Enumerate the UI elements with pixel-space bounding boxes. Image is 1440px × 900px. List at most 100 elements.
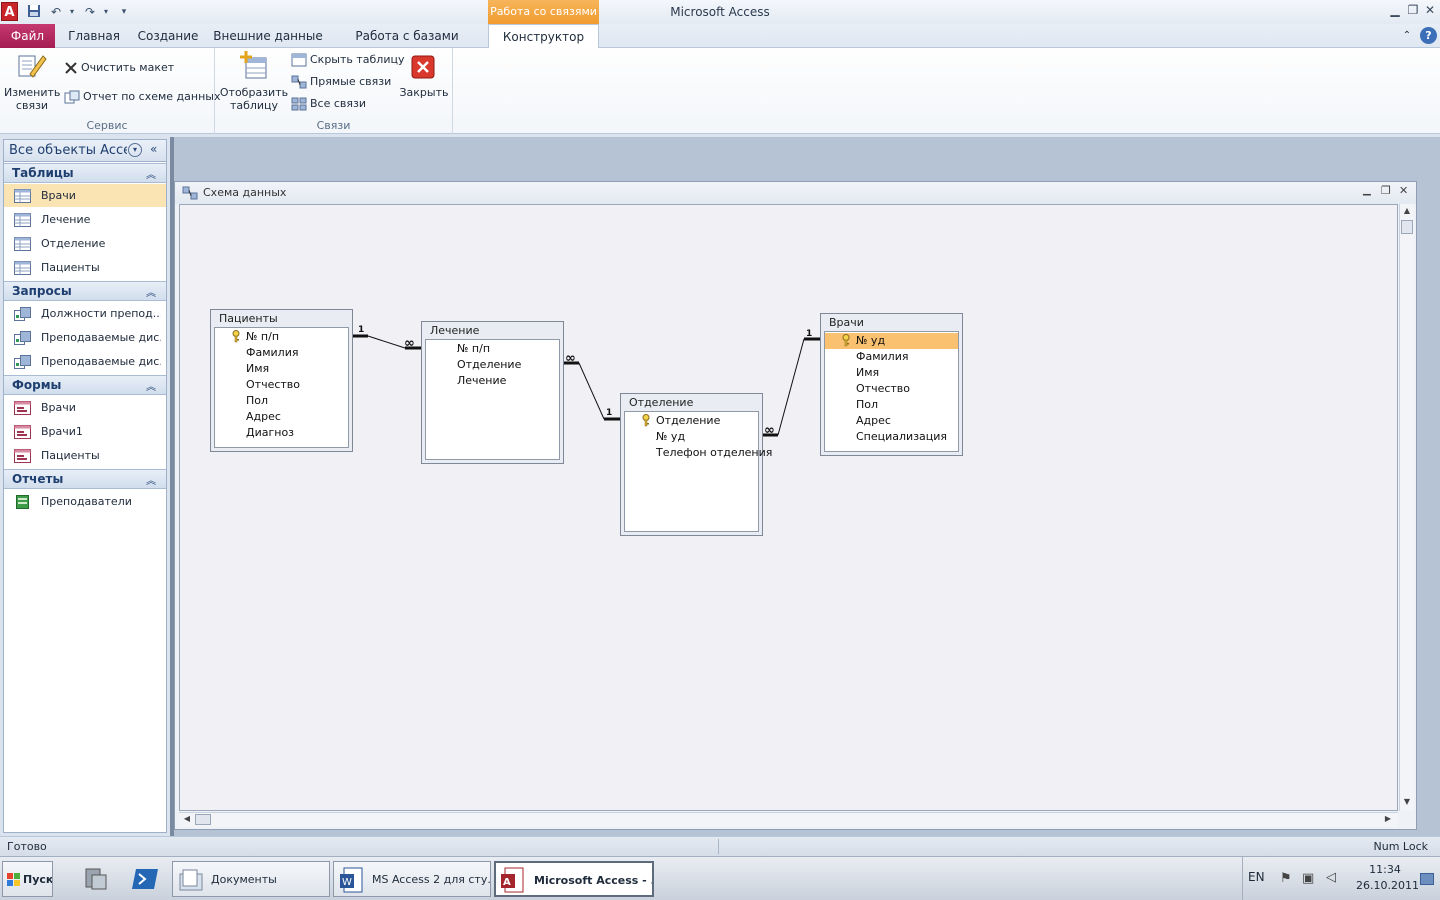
network-icon[interactable]: ▣: [1302, 871, 1315, 886]
tab-home[interactable]: Главная: [68, 29, 120, 43]
show-table-button[interactable]: Отобразить таблицу: [219, 50, 289, 112]
field-row[interactable]: Специализация: [825, 429, 958, 445]
minimize-icon[interactable]: ▁: [1390, 3, 1400, 17]
field-row[interactable]: Отделение: [426, 357, 559, 373]
undo-icon[interactable]: ↶: [50, 5, 62, 19]
minimize-ribbon-icon[interactable]: ⌃: [1402, 30, 1412, 41]
server-manager-icon[interactable]: [80, 865, 110, 893]
restore-icon[interactable]: ❐: [1407, 3, 1419, 17]
edit-relationships-button[interactable]: Изменить связи: [4, 50, 60, 112]
collapse-chevron-icon[interactable]: ︽: [146, 476, 156, 487]
nav-collapse-pane-icon[interactable]: «: [150, 142, 158, 156]
collapse-chevron-icon[interactable]: ︽: [146, 170, 156, 181]
direct-relationships-button[interactable]: Прямые связи: [291, 72, 391, 92]
vertical-scrollbar[interactable]: ▲ ▼: [1399, 204, 1414, 811]
field-row[interactable]: № п/п: [426, 341, 559, 357]
flag-icon[interactable]: ⚑: [1280, 871, 1292, 886]
field-row[interactable]: Лечение: [426, 373, 559, 389]
close-relationships-button[interactable]: Закрыть: [399, 50, 449, 99]
nav-item-queries-2[interactable]: Преподаваемые дис...: [4, 350, 166, 373]
table-title[interactable]: Пациенты: [219, 312, 278, 325]
nav-section-forms[interactable]: Формы︽: [4, 375, 166, 395]
help-icon[interactable]: ?: [1420, 27, 1437, 44]
nav-section-tables[interactable]: Таблицы︽: [4, 163, 166, 183]
nav-item-tables-0[interactable]: Врачи: [4, 184, 166, 207]
nav-item-tables-3[interactable]: Пациенты: [4, 256, 166, 279]
relationship-line-patients-treatment[interactable]: [367, 335, 406, 349]
horizontal-scrollbar[interactable]: ◀ ▶: [179, 812, 1398, 827]
table-title[interactable]: Лечение: [430, 324, 480, 337]
nav-item-forms-2[interactable]: Пациенты: [4, 444, 166, 467]
nav-item-forms-0[interactable]: Врачи: [4, 396, 166, 419]
nav-item-queries-1[interactable]: Преподаваемые дис...: [4, 326, 166, 349]
relationship-report-button[interactable]: Отчет по схеме данных: [64, 87, 220, 107]
nav-item-tables-2[interactable]: Отделение: [4, 232, 166, 255]
scroll-right-icon[interactable]: ▶: [1384, 814, 1392, 823]
redo-dropdown-icon[interactable]: ▾: [103, 7, 108, 16]
nav-item-queries-0[interactable]: Должности препод...: [4, 302, 166, 325]
nav-item-forms-1[interactable]: Врачи1: [4, 420, 166, 443]
field-row[interactable]: Телефон отделения: [625, 445, 772, 461]
tab-create[interactable]: Создание: [137, 29, 199, 43]
taskbar-item-documents[interactable]: Документы: [172, 861, 330, 897]
field-row[interactable]: Адрес: [215, 409, 348, 425]
undo-dropdown-icon[interactable]: ▾: [69, 7, 74, 16]
start-button[interactable]: Пуск: [2, 861, 53, 897]
table-title[interactable]: Врачи: [829, 316, 864, 329]
vertical-scroll-thumb[interactable]: [1401, 220, 1413, 234]
doc-minimize-icon[interactable]: ▁: [1363, 185, 1371, 196]
clock[interactable]: 11:34 26.10.2011: [1356, 863, 1419, 892]
taskbar-item-word[interactable]: W MS Access 2 для сту...: [333, 861, 491, 897]
field-row[interactable]: Адрес: [825, 413, 958, 429]
doc-restore-icon[interactable]: ❐: [1381, 184, 1391, 197]
relationship-line-treatment-department[interactable]: [578, 362, 605, 420]
nav-item-tables-1[interactable]: Лечение: [4, 208, 166, 231]
field-row[interactable]: № уд: [625, 429, 758, 445]
doc-close-icon[interactable]: ✕: [1399, 184, 1409, 197]
clear-layout-button[interactable]: Очистить макет: [64, 58, 174, 78]
volume-icon[interactable]: ◁: [1326, 870, 1336, 885]
field-row[interactable]: Имя: [825, 365, 958, 381]
close-icon[interactable]: ✕: [1424, 3, 1436, 17]
field-row[interactable]: Отчество: [215, 377, 348, 393]
relationships-window-titlebar[interactable]: Схема данных ▁ ❐ ✕: [175, 182, 1416, 204]
nav-header[interactable]: Все объекты Acce... ▾ «: [4, 140, 166, 162]
taskbar-item-access[interactable]: A Microsoft Access - ...: [494, 861, 654, 897]
tab-database-tools[interactable]: Работа с базами данных: [355, 29, 459, 67]
field-row[interactable]: Отчество: [825, 381, 958, 397]
field-row[interactable]: Отделение: [625, 413, 758, 429]
scroll-left-icon[interactable]: ◀: [183, 814, 191, 823]
field-row[interactable]: Пол: [215, 393, 348, 409]
redo-icon[interactable]: ↷: [84, 5, 96, 19]
tab-file[interactable]: Файл: [0, 24, 55, 48]
field-row[interactable]: Имя: [215, 361, 348, 377]
tab-external-data[interactable]: Внешние данные: [213, 29, 323, 43]
collapse-chevron-icon[interactable]: ︽: [146, 288, 156, 299]
nav-section-queries[interactable]: Запросы︽: [4, 281, 166, 301]
field-row[interactable]: Фамилия: [825, 349, 958, 365]
field-row[interactable]: Диагноз: [215, 425, 348, 441]
nav-section-reports[interactable]: Отчеты︽: [4, 469, 166, 489]
language-indicator[interactable]: EN: [1248, 870, 1265, 884]
customize-toolbar-icon[interactable]: ▾: [121, 7, 127, 17]
field-row[interactable]: № уд: [825, 333, 958, 349]
nav-item-reports-0[interactable]: Преподаватели: [4, 490, 166, 513]
horizontal-scroll-thumb[interactable]: [195, 814, 211, 825]
access-app-icon[interactable]: A: [1, 2, 18, 21]
field-row[interactable]: № п/п: [215, 329, 348, 345]
all-relationships-button[interactable]: Все связи: [291, 94, 366, 114]
field-row[interactable]: Фамилия: [215, 345, 348, 361]
show-desktop-icon[interactable]: [1420, 873, 1434, 885]
collapse-chevron-icon[interactable]: ︽: [146, 382, 156, 393]
scroll-down-icon[interactable]: ▼: [1403, 797, 1411, 806]
nav-menu-dropdown-icon[interactable]: ▾: [128, 143, 142, 157]
